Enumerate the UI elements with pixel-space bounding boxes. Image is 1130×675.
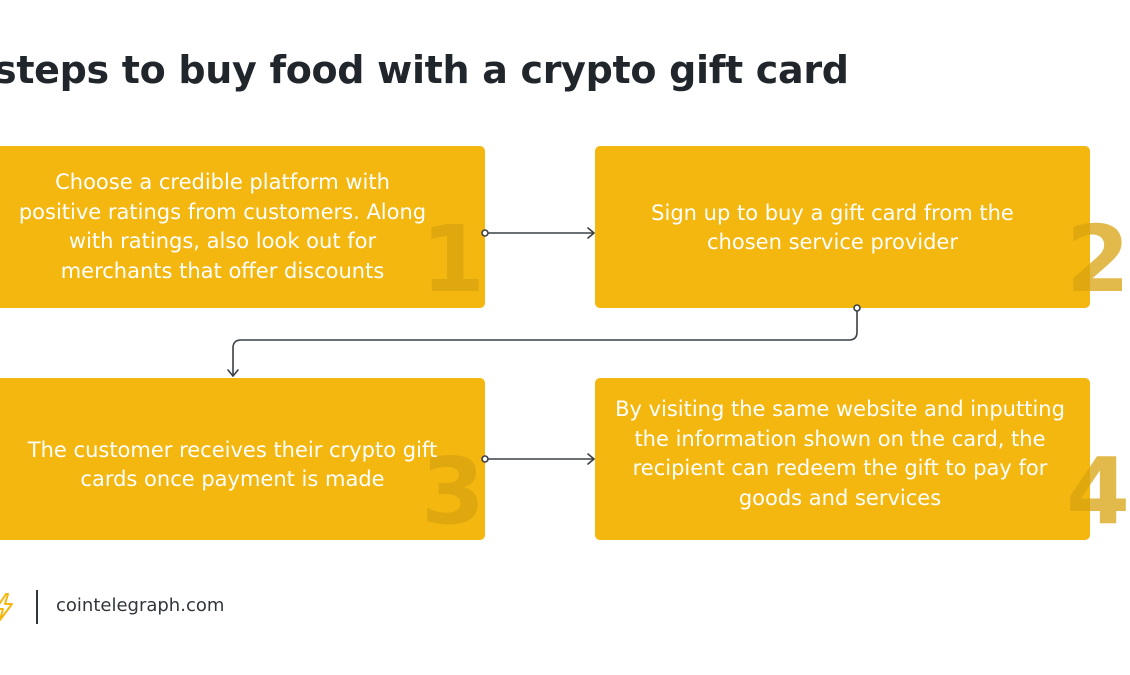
step-text-1: Choose a credible platform with positive… — [18, 170, 427, 283]
lightning-bolt-icon — [0, 593, 13, 621]
connector-1-to-2 — [487, 227, 595, 239]
diagram-title: steps to buy food with a crypto gift car… — [0, 48, 849, 92]
step-card-4: 4 By visiting the same website and input… — [595, 378, 1130, 540]
step-number-2: 2 — [1065, 206, 1130, 313]
connector-2-to-3 — [227, 310, 858, 377]
step-card-3: 3 The customer receives their crypto gif… — [0, 378, 485, 540]
step-text-4: By visiting the same website and inputti… — [615, 397, 1065, 510]
step-number-4: 4 — [1065, 438, 1130, 545]
step-text-3: The customer receives their crypto gift … — [27, 437, 438, 492]
connector-3-to-4 — [487, 453, 595, 465]
step-number-1: 1 — [420, 206, 485, 313]
footer-site-name: cointelegraph.com — [56, 595, 225, 616]
step-card-1: 1 Choose a credible platform with positi… — [0, 146, 485, 308]
connector-1-start-dot — [481, 229, 489, 237]
step-number-3: 3 — [420, 438, 485, 545]
connector-2-start-dot — [853, 304, 861, 312]
connector-arrows — [227, 227, 861, 465]
footer-divider — [36, 590, 38, 624]
connector-3-start-dot — [481, 455, 489, 463]
step-text-2: Sign up to buy a gift card from the chos… — [651, 200, 1014, 255]
step-card-2: 2 Sign up to buy a gift card from the ch… — [595, 146, 1130, 308]
